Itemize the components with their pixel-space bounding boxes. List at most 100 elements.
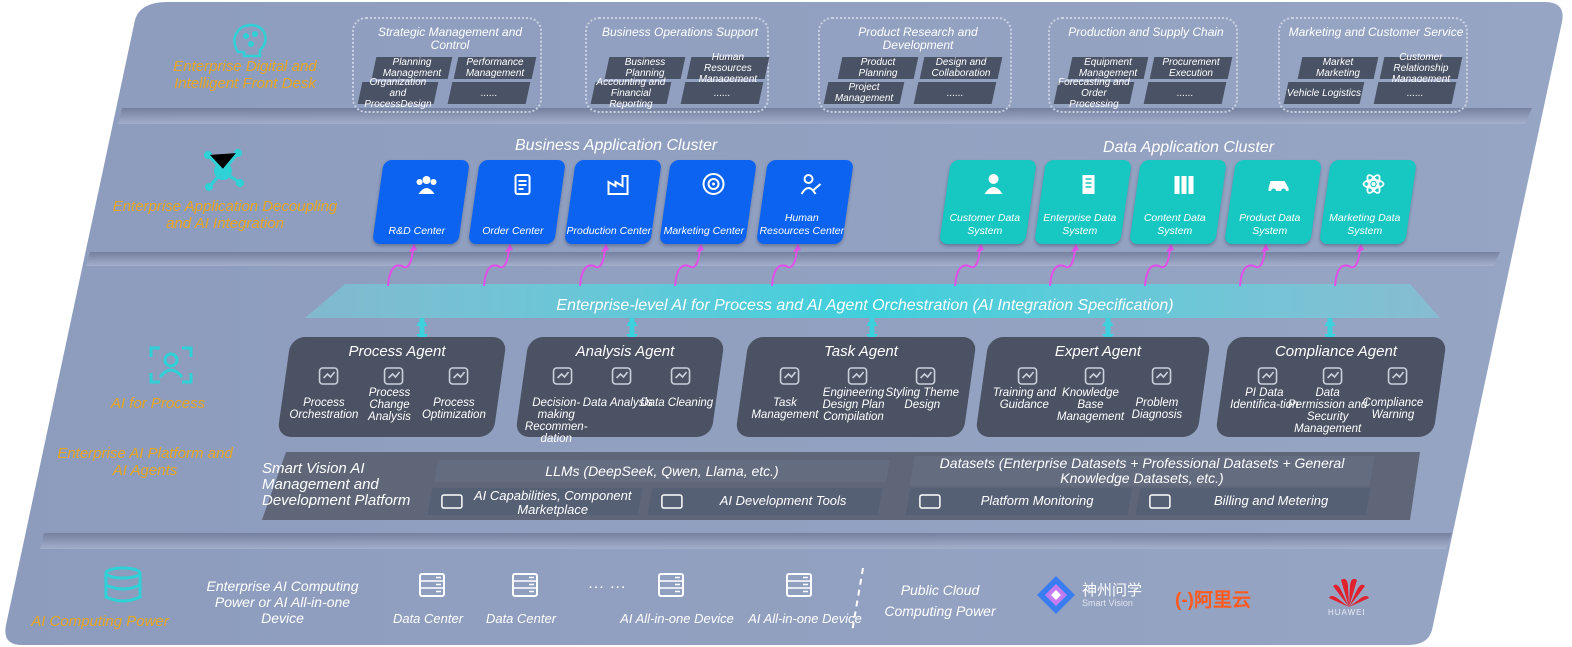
business-cluster-title: Business Application Cluster xyxy=(515,137,718,154)
connector-arrow-line xyxy=(1144,247,1171,287)
front-desk-item: Product Planning xyxy=(837,57,919,79)
front-desk-item: Vehicle Logistics xyxy=(1283,82,1365,104)
device-label: AI All-in-one Device xyxy=(620,611,734,626)
front-desk-group xyxy=(1048,17,1238,113)
dev-tools-icon xyxy=(661,494,683,509)
agent-title: Expert Agent xyxy=(1054,343,1142,360)
connector-arrow-line xyxy=(387,247,414,287)
connector-arrow-line xyxy=(954,247,981,287)
agent-connector-arrowhead xyxy=(866,318,878,326)
front-desk-item-label: Forecasting and Order Processing xyxy=(1058,76,1130,110)
business-app-card[interactable]: Production Center xyxy=(564,160,662,244)
business-app-card[interactable]: Human Resources Center xyxy=(756,160,854,244)
datasets-bar: Datasets (Enterprise Datasets + Professi… xyxy=(909,455,1375,486)
atom-icon xyxy=(1362,174,1385,194)
front-desk-group xyxy=(585,17,769,113)
connector-arrowhead xyxy=(409,244,417,252)
chip-icon xyxy=(779,367,800,385)
device-ellipsis: ... ... xyxy=(588,575,628,592)
layer-label-ai-platform: Enterprise AI Platform and AI Agents xyxy=(57,445,233,479)
network-node-icon xyxy=(204,149,244,191)
front-desk-item-label: Product Planning xyxy=(858,57,898,79)
front-desk-item-label: ...... xyxy=(1406,87,1424,99)
brain-icon xyxy=(233,23,267,58)
list-icon xyxy=(383,367,404,385)
aliyun-logo: (-)阿里云 xyxy=(1175,585,1251,612)
front-desk-item: Procurement Execution xyxy=(1149,57,1233,79)
agent-capability-label: Compliance Warning xyxy=(1362,397,1424,421)
llms-label: LLMs (DeepSeek, Qwen, Llama, etc.) xyxy=(545,463,779,479)
pen-icon xyxy=(1017,367,1038,385)
front-desk-item: Customer Relationship Management xyxy=(1379,52,1463,85)
target-icon xyxy=(702,173,725,195)
data-app-card[interactable]: Content Data System xyxy=(1129,160,1227,244)
palette-icon xyxy=(915,367,936,385)
business-app-card[interactable]: Order Center xyxy=(468,160,566,244)
connector-arrowhead xyxy=(1261,244,1269,252)
agent-connector-arrowhead xyxy=(1324,318,1336,326)
connector-arrowhead xyxy=(696,244,704,252)
llms-bar: LLMs (DeepSeek, Qwen, Llama, etc.) xyxy=(434,460,890,482)
business-app-card-label: Order Center xyxy=(482,225,544,237)
layer-separator xyxy=(86,252,1500,266)
data-app-card[interactable]: Marketing Data System xyxy=(1319,160,1417,244)
marketplace-icon xyxy=(441,494,463,509)
front-desk-item-label: ...... xyxy=(946,87,964,99)
front-desk-item: Organization and ProcessDesign xyxy=(357,77,439,110)
warning-icon xyxy=(1387,367,1408,385)
diagnosis-icon xyxy=(1151,367,1172,385)
front-desk-item: Equipment Management xyxy=(1067,57,1149,79)
platform-tool-label: AI Capabilities, Component Marketplace xyxy=(473,488,632,517)
layer-label-front-desk: Enterprise Digital and Intelligent Front… xyxy=(173,58,317,92)
front-desk-item: ...... xyxy=(913,82,997,104)
connector-arrowhead xyxy=(1356,244,1364,252)
data-app-card[interactable]: Enterprise Data System xyxy=(1034,160,1132,244)
connector-arrows xyxy=(387,244,1364,287)
front-desk-item: ...... xyxy=(1373,82,1457,104)
business-app-card[interactable]: Marketing Center xyxy=(659,160,757,244)
front-desk-group-title: Product Research and Development xyxy=(858,25,978,52)
front-desk-group xyxy=(352,17,542,113)
chart-icon xyxy=(318,367,339,385)
layer-label-ai-for-process: AI for Process xyxy=(110,395,206,412)
platform-tool[interactable]: Platform Monitoring xyxy=(905,488,1133,515)
layer-separator xyxy=(40,533,1452,549)
connector-arrow-line xyxy=(579,247,606,287)
data-app-card[interactable]: Customer Data System xyxy=(939,160,1037,244)
id-card-icon xyxy=(1257,367,1278,385)
optimize-icon xyxy=(448,367,469,385)
agent-capability-label: Process Optimization xyxy=(421,397,486,421)
platform-tool[interactable]: AI Capabilities, Component Marketplace xyxy=(427,488,643,517)
books-icon xyxy=(1174,176,1194,194)
data-app-card[interactable]: Product Data System xyxy=(1224,160,1322,244)
front-desk-item: Forecasting and Order Processing xyxy=(1053,77,1135,110)
huawei-logo-text: HUAWEI xyxy=(1328,608,1366,617)
platform-tool-label: AI Development Tools xyxy=(719,493,847,508)
people-icon xyxy=(800,174,822,195)
business-app-card[interactable]: R&D Center xyxy=(372,160,470,244)
aliyun-logo-text: 阿里云 xyxy=(1193,590,1251,611)
aliyun-bracket-icon: (-) xyxy=(1175,590,1194,611)
atom-icon xyxy=(611,367,632,385)
front-desk-item-label: Equipment Management xyxy=(1078,57,1138,79)
front-desk-item-label: Organization and ProcessDesign xyxy=(364,76,432,110)
data-app-card-label: Product Data System xyxy=(1239,212,1301,237)
agent-connector-arrowhead xyxy=(626,318,638,326)
team-icon xyxy=(416,176,437,194)
platform-tool[interactable]: AI Development Tools xyxy=(647,488,883,515)
connector-arrowhead xyxy=(601,244,609,252)
front-desk-item-label: Vehicle Logistics xyxy=(1286,87,1362,99)
agent-capability-label: Data Cleaning xyxy=(640,397,714,409)
connector-arrowhead xyxy=(793,244,801,252)
front-desk-item-label: Human Resources Management xyxy=(698,51,758,85)
connector-arrow-line xyxy=(771,247,798,287)
server-icon xyxy=(419,573,445,597)
platform-tool[interactable]: Billing and Metering xyxy=(1135,488,1371,515)
meter-icon xyxy=(1149,494,1171,509)
